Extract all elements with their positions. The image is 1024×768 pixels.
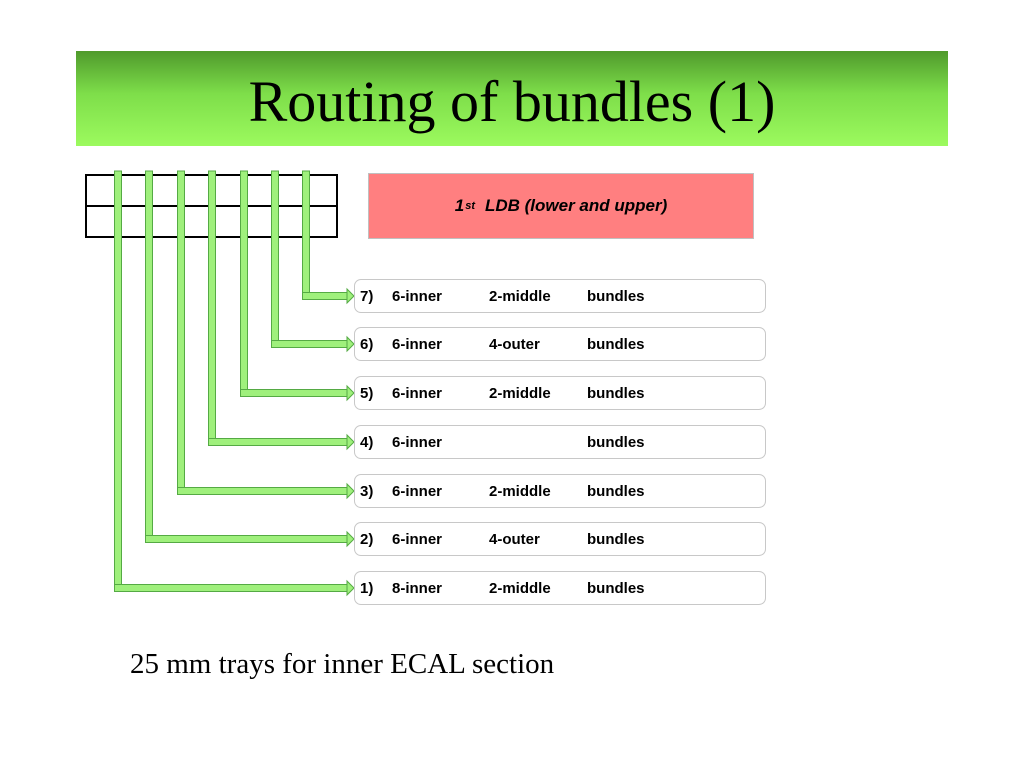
routing-trace (208, 170, 355, 451)
routing-traces (114, 170, 355, 597)
routing-trace (177, 170, 355, 500)
ldb-label: LDB (lower and upper) (484, 196, 668, 215)
bundle-number: 3) (360, 483, 374, 500)
routing-trace (240, 170, 355, 402)
bundle-row: 6) 6-inner 4-outer bundles (354, 327, 766, 361)
bundle-number: 5) (360, 385, 374, 402)
bundle-number: 6) (360, 336, 374, 353)
bundle-row: 3) 6-inner 2-middle bundles (354, 474, 766, 508)
bundle-row: 1) 8-inner 2-middle bundles (354, 571, 766, 605)
bundle-number: 7) (360, 288, 374, 305)
bundle-outer: 2-middle (489, 385, 551, 402)
bundle-inner: 6-inner (392, 434, 443, 451)
bundle-inner: 6-inner (392, 483, 443, 500)
bundle-word: bundles (587, 288, 645, 305)
bundle-word: bundles (587, 580, 645, 597)
routing-trace (114, 170, 355, 597)
ldb-prefix: 1 (454, 196, 465, 215)
bundle-number: 2) (360, 531, 374, 548)
bundle-row: 4) 6-inner bundles (354, 425, 766, 459)
bundle-inner: 6-inner (392, 531, 443, 548)
title-bar: Routing of bundles (1) (76, 51, 948, 146)
bundle-number: 4) (360, 434, 374, 451)
bundle-outer: 4-outer (489, 531, 540, 548)
routing-trace (145, 170, 355, 548)
bundle-outer: 2-middle (489, 580, 551, 597)
ldb-superscript: st (465, 200, 475, 212)
trace-arrowhead (346, 579, 355, 597)
bundle-word: bundles (587, 531, 645, 548)
slide-title: Routing of bundles (1) (248, 69, 776, 134)
trace-arrowhead (346, 482, 355, 500)
bundle-row: 2) 6-inner 4-outer bundles (354, 522, 766, 556)
trace-arrowhead (346, 287, 355, 305)
trace-arrowhead (346, 433, 355, 451)
trace-arrowhead (346, 384, 355, 402)
bundle-inner: 6-inner (392, 288, 443, 305)
bundle-inner: 6-inner (392, 385, 443, 402)
caption: 25 mm trays for inner ECAL section (130, 648, 555, 680)
bundle-word: bundles (587, 434, 645, 451)
bundle-inner: 8-inner (392, 580, 443, 597)
bundle-outer: 4-outer (489, 336, 540, 353)
bundle-outer: 2-middle (489, 483, 551, 500)
bundle-word: bundles (587, 336, 645, 353)
bundle-row: 7) 6-inner 2-middle bundles (354, 279, 766, 313)
trace-arrowhead (346, 530, 355, 548)
bundle-inner: 6-inner (392, 336, 443, 353)
bundle-number: 1) (360, 580, 374, 597)
bundle-word: bundles (587, 385, 645, 402)
routing-trace (302, 170, 355, 305)
bundle-word: bundles (587, 483, 645, 500)
trace-arrowhead (346, 335, 355, 353)
bundle-row: 5) 6-inner 2-middle bundles (354, 376, 766, 410)
bundle-outer: 2-middle (489, 288, 551, 305)
routing-trace (271, 170, 355, 353)
